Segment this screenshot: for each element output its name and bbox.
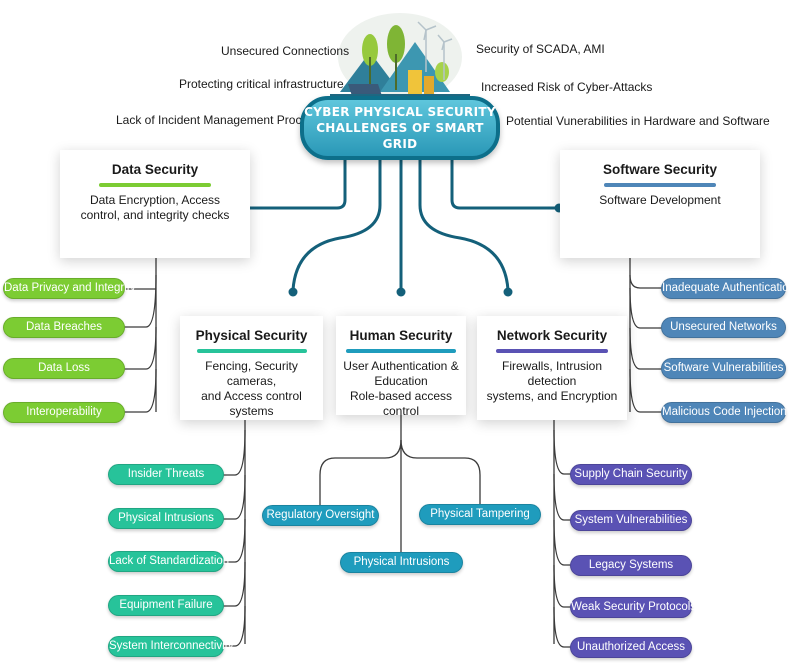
- item-unsecured-networks: Unsecured Networks: [661, 317, 786, 338]
- item-legacy-systems: Legacy Systems: [570, 555, 692, 576]
- card-title: Data Security: [111, 162, 199, 177]
- note-scada-ami: Security of SCADA, AMI: [476, 42, 605, 56]
- card-title: Network Security: [496, 328, 608, 343]
- item-physical-tampering: Physical Tampering: [419, 504, 541, 525]
- smart-grid-city-icon: [330, 2, 470, 101]
- item-system-vulnerabilities: System Vulnerabilities: [570, 510, 692, 531]
- note-cyber-attacks: Increased Risk of Cyber-Attacks: [481, 80, 653, 94]
- title-underline: [496, 349, 608, 353]
- note-incident-management: Lack of Incident Management Processes: [116, 113, 333, 127]
- title-underline: [604, 183, 716, 187]
- card-body: Software Development: [599, 193, 721, 207]
- central-hub: CYBER PHYSICAL SECURITY CHALLENGES OF SM…: [300, 96, 500, 160]
- item-supply-chain-security: Supply Chain Security: [570, 464, 692, 485]
- item-equipment-failure: Equipment Failure: [108, 595, 224, 616]
- hub-title: CYBER PHYSICAL SECURITY CHALLENGES OF SM…: [304, 105, 496, 151]
- item-system-interconnectivity: System Interconnectivity: [108, 636, 234, 657]
- title-underline: [346, 349, 456, 353]
- item-lack-of-standardization: Lack of Standardization: [108, 551, 229, 572]
- item-weak-security-protocols: Weak Security Protocols: [570, 597, 696, 618]
- item-software-vulnerabilities: Software Vulnerabilities: [661, 358, 786, 379]
- human-security-card: Human Security User Authentication & Edu…: [336, 316, 466, 418]
- item-data-loss: Data Loss: [3, 358, 125, 379]
- software-security-card: Software Security Software Development: [560, 150, 760, 258]
- card-body: User Authentication & Education Role-bas…: [343, 359, 459, 418]
- item-interoperability: Interoperability: [3, 402, 125, 423]
- item-regulatory-oversight: Regulatory Oversight: [262, 505, 379, 526]
- title-underline: [99, 183, 211, 187]
- note-protecting-infrastructure: Protecting critical infrastructure: [179, 77, 344, 91]
- note-hardware-software: Potential Vunerabilities in Hardware and…: [506, 114, 770, 128]
- card-title: Human Security: [349, 328, 453, 343]
- physical-security-card: Physical Security Fencing, Security came…: [180, 316, 323, 420]
- item-insider-threats: Insider Threats: [108, 464, 224, 485]
- item-physical-intrusions-human: Physical Intrusions: [340, 552, 463, 573]
- item-unauthorized-access: Unauthorized Access: [570, 637, 692, 658]
- card-title: Physical Security: [195, 328, 308, 343]
- item-malicious-code-injection: Malicious Code Injection: [661, 402, 787, 423]
- title-underline: [196, 349, 307, 353]
- data-security-card: Data Security Data Encryption, Access co…: [60, 150, 250, 258]
- item-inadequate-authentication: Inadequate Authentication: [661, 278, 789, 299]
- network-security-card: Network Security Firewalls, Intrusion de…: [477, 316, 627, 420]
- note-unsecured-connections: Unsecured Connections: [221, 44, 350, 58]
- card-body: Fencing, Security cameras, and Access co…: [201, 359, 302, 418]
- card-body: Firewalls, Intrusion detection systems, …: [486, 359, 618, 403]
- card-title: Software Security: [602, 162, 718, 177]
- item-data-breaches: Data Breaches: [3, 317, 125, 338]
- item-data-privacy: Data Privacy and Integrity: [3, 278, 136, 299]
- item-physical-intrusions: Physical Intrusions: [108, 508, 224, 529]
- card-body: Data Encryption, Access control, and int…: [80, 193, 230, 222]
